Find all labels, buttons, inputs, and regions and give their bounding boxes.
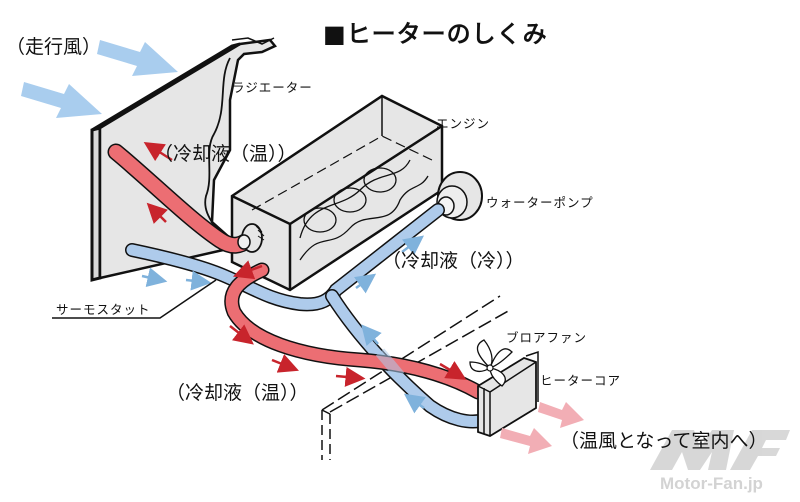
warm-air-arrows: [500, 402, 584, 454]
blower-fan: [469, 339, 513, 387]
label-engine: エンジン: [436, 116, 491, 131]
hot-arrow: [143, 141, 173, 162]
cold-arrow: [141, 267, 168, 288]
hot-arrow: [439, 360, 467, 380]
cold-flow-arrows: [141, 235, 426, 414]
hot-arrow: [146, 202, 168, 224]
leader-lines: [52, 279, 217, 319]
warm-air-arrow: [538, 402, 584, 428]
cold-arrow: [354, 273, 377, 294]
wind-arrow-upper: [97, 40, 178, 76]
label-running-wind: （走行風）: [6, 36, 102, 58]
hot-arrow: [232, 260, 263, 280]
cold-arrow: [361, 324, 382, 346]
label-thermostat: サーモスタット: [56, 302, 151, 317]
engine: [230, 94, 444, 292]
cold-arrow: [403, 393, 426, 414]
hot-arrow: [229, 324, 254, 345]
wind-arrow-lower: [21, 82, 102, 118]
running-wind-arrows: [21, 40, 178, 118]
label-coolant-hot-upper: （冷却液（温））: [154, 143, 297, 165]
hot-flow-arrows: [143, 141, 467, 387]
label-blower-fan: ブロアファン: [506, 330, 588, 345]
heater-core: [477, 350, 539, 437]
label-coolant-cold: （冷却液（冷））: [382, 250, 525, 272]
cold-arrow: [185, 270, 212, 291]
warm-air-arrow: [500, 428, 552, 454]
label-water-pump: ウォーターポンプ: [486, 195, 594, 210]
firewall-dashboard: [321, 295, 511, 460]
label-radiator: ラジエーター: [232, 80, 313, 95]
label-warm-air: （温風となって室内へ）: [560, 430, 768, 452]
watermark-logo: [650, 430, 790, 470]
hot-arrow: [335, 366, 366, 387]
hot-arrow: [271, 354, 299, 373]
thermostat: [237, 223, 265, 253]
label-heater-core: ヒーターコア: [540, 373, 622, 388]
label-coolant-hot-lower: （冷却液（温））: [166, 382, 309, 404]
thermostat-leader: [52, 279, 217, 319]
diagram-title: ■ヒーターのしくみ: [323, 20, 548, 48]
watermark-text: Motor-Fan.jp: [660, 474, 763, 493]
cold-arrow: [401, 235, 424, 256]
